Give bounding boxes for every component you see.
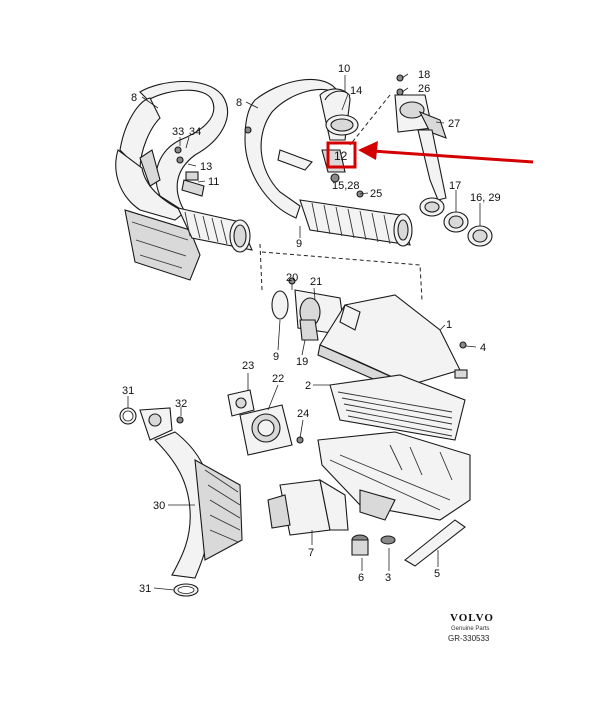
maf-upper-right bbox=[349, 74, 493, 247]
callout-9-bottom: 9 bbox=[273, 351, 279, 363]
resonator-7 bbox=[267, 478, 349, 536]
callout-25: 25 bbox=[370, 188, 382, 200]
callout-7: 7 bbox=[308, 547, 314, 559]
callout-8-left: 8 bbox=[131, 92, 137, 104]
callout-31-top: 31 bbox=[122, 385, 134, 397]
callout-31-bottom: 31 bbox=[139, 583, 151, 595]
duct-middle bbox=[271, 277, 346, 341]
logo-subtitle: Genuine Parts bbox=[451, 626, 489, 632]
callout-11: 11 bbox=[208, 176, 219, 188]
callout-13: 13 bbox=[200, 161, 212, 173]
callout-18: 18 bbox=[418, 69, 430, 81]
highlight-label: 12 bbox=[334, 149, 348, 163]
logo-text: VOLVO bbox=[450, 612, 494, 624]
callout-2: 2 bbox=[305, 380, 311, 392]
volvo-logo: VOLVO Genuine Parts GR-330533 bbox=[448, 612, 494, 643]
highlight-arrow-head bbox=[358, 141, 378, 160]
callout-27: 27 bbox=[448, 118, 460, 130]
drawing-reference: GR-330533 bbox=[448, 634, 490, 643]
highlight-arrow-shaft bbox=[371, 149, 534, 164]
highlight-box bbox=[326, 141, 357, 169]
callout-labels: 8 8 10 14 18 26 27 33 34 13 11 15,28 25 … bbox=[122, 63, 501, 595]
callout-4: 4 bbox=[480, 342, 486, 354]
callout-15-28: 15,28 bbox=[332, 180, 360, 192]
callout-10: 10 bbox=[338, 63, 350, 75]
callout-32: 32 bbox=[175, 398, 187, 410]
callout-22: 22 bbox=[272, 373, 284, 385]
callout-16-29: 16, 29 bbox=[470, 192, 501, 204]
leader-lines bbox=[127, 73, 481, 591]
callout-1: 1 bbox=[446, 319, 452, 331]
callout-3: 3 bbox=[385, 572, 391, 584]
callout-33: 33 bbox=[172, 126, 184, 138]
callout-30: 30 bbox=[153, 500, 165, 512]
callout-6: 6 bbox=[358, 572, 364, 584]
callout-19: 19 bbox=[296, 356, 308, 368]
callout-21: 21 bbox=[310, 276, 322, 288]
intake-pipe-30 bbox=[119, 407, 243, 597]
callout-14: 14 bbox=[350, 85, 362, 97]
throttle-body bbox=[227, 389, 304, 456]
callout-17: 17 bbox=[449, 180, 461, 192]
callout-20: 20 bbox=[286, 272, 298, 284]
highlight-part-12: 12 bbox=[326, 141, 534, 169]
air-filter-housing bbox=[317, 294, 471, 567]
callout-5: 5 bbox=[434, 568, 440, 580]
intake-hose-center bbox=[244, 79, 413, 247]
callout-24: 24 bbox=[297, 408, 309, 420]
intake-hose-left bbox=[115, 80, 253, 281]
callout-26: 26 bbox=[418, 83, 430, 95]
callout-34: 34 bbox=[189, 126, 201, 138]
callout-8-center: 8 bbox=[236, 97, 242, 109]
callout-23: 23 bbox=[242, 360, 254, 372]
callout-9-top: 9 bbox=[296, 238, 302, 250]
